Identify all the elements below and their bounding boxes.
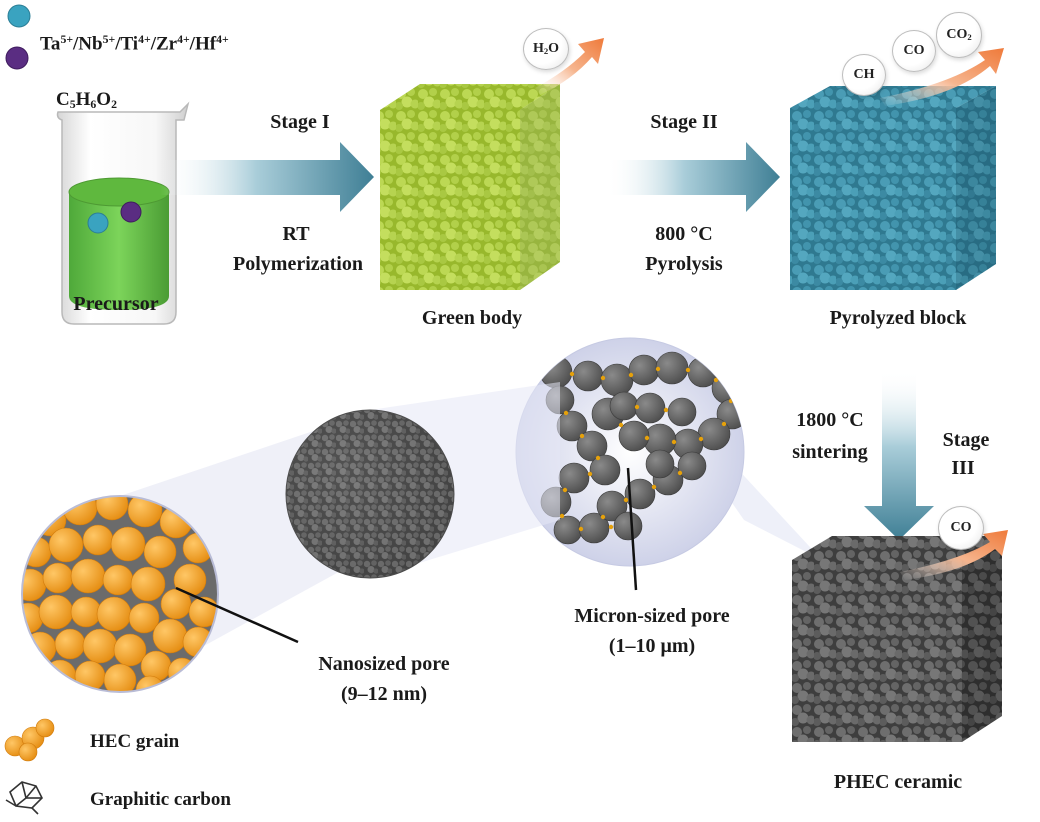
stage3-gas-arrow xyxy=(900,530,1008,580)
precursor-label: Precursor xyxy=(73,293,159,315)
ion-purple-icon xyxy=(5,46,29,70)
graphitic-carbon-legend-label: Graphitic carbon xyxy=(90,789,231,810)
gas-bubble-co2: CO2 xyxy=(936,12,982,58)
stage2-title: Stage II xyxy=(650,111,718,133)
stage3-title-line2: III xyxy=(951,457,975,479)
stage2-process: Pyrolysis xyxy=(645,253,723,275)
stage1-process: Polymerization xyxy=(233,253,363,275)
green-body-cube xyxy=(380,84,560,290)
formula-label: C5H6O2 xyxy=(56,89,117,111)
pyrolyzed-block-cube xyxy=(790,86,996,290)
gas-bubble-co-stage3: CO xyxy=(938,506,984,550)
stage1-gas-arrow xyxy=(535,38,604,95)
stage1-title: Stage I xyxy=(270,111,330,133)
micron-pore-label: Micron-sized pore xyxy=(574,605,730,627)
gas-bubble-ch: CH xyxy=(842,54,886,96)
phec-ceramic-label: PHEC ceramic xyxy=(833,771,963,793)
gas-bubble-co: CO xyxy=(892,30,936,72)
stage1-condition: RT xyxy=(282,223,310,245)
gas-bubble-h2o: H2O xyxy=(523,28,569,70)
micron-pore-range: (1–10 μm) xyxy=(608,635,696,657)
hec-grain-legend-label: HEC grain xyxy=(90,731,180,752)
graphitic-carbon-legend-icon xyxy=(5,781,43,815)
nano-pore-range: (9–12 nm) xyxy=(340,683,428,705)
green-body-label: Green body xyxy=(421,307,523,329)
micron-pore-pointer xyxy=(626,467,638,591)
stage2-gas-arrow xyxy=(880,48,1004,106)
stage3-condition-line1: 1800 °C xyxy=(796,409,864,431)
nano-pore-pointer xyxy=(175,586,299,644)
stage1-arrow xyxy=(160,142,374,212)
ion-blue-icon xyxy=(7,4,31,28)
micron-sphere-network xyxy=(539,351,744,545)
beaker-icon xyxy=(56,101,190,325)
stage2-condition: 800 °C xyxy=(655,223,713,245)
micron-pore-lens xyxy=(515,337,822,567)
stage3-title-line1: Stage xyxy=(942,429,990,451)
hec-grain-legend-icon xyxy=(4,718,55,762)
nano-pore-label: Nanosized pore xyxy=(318,653,450,675)
pyrolyzed-block-label: Pyrolyzed block xyxy=(829,307,967,329)
stage3-arrow xyxy=(864,370,934,540)
phec-ceramic-cube xyxy=(792,536,1002,742)
stage3-condition-line2: sintering xyxy=(792,441,868,463)
ions-label: Ta5+/Nb5+/Ti4+/Zr4+/Hf4+ xyxy=(40,33,229,55)
stage2-arrow xyxy=(606,142,780,212)
